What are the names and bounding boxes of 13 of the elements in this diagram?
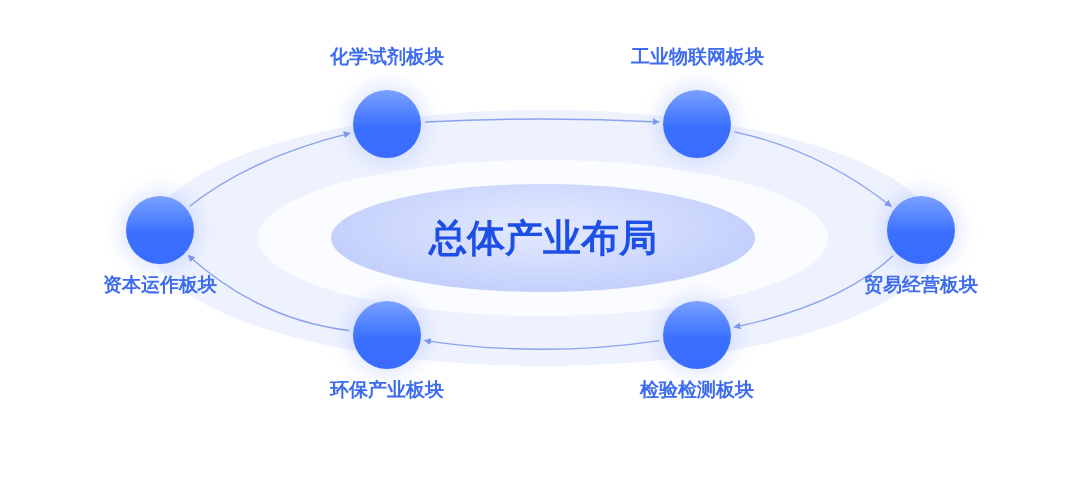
arrow bbox=[187, 254, 350, 332]
node-label: 资本运作板块 bbox=[103, 272, 217, 297]
arrow bbox=[423, 337, 661, 350]
arrow bbox=[733, 255, 894, 330]
node-label: 检验检测板块 bbox=[640, 377, 754, 402]
arrow bbox=[424, 118, 660, 126]
node-label: 环保产业板块 bbox=[330, 377, 444, 402]
center-title: 总体产业布局 bbox=[429, 214, 657, 262]
arrow bbox=[188, 131, 351, 207]
arrow bbox=[733, 131, 892, 208]
node-label: 化学试剂板块 bbox=[330, 44, 444, 69]
node-label: 贸易经营板块 bbox=[864, 272, 978, 297]
node-label: 工业物联网板块 bbox=[630, 44, 764, 69]
